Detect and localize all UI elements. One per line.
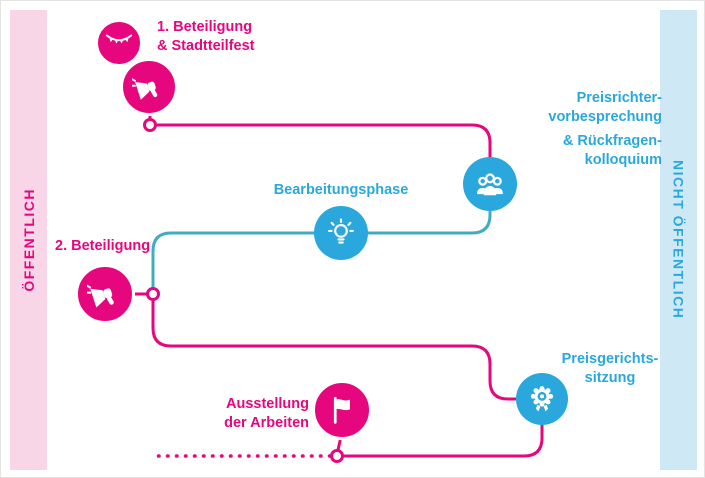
megaphone1-circle: [120, 58, 178, 116]
label-beteiligung1: 1. Beteiligung & Stadtteilfest: [157, 19, 255, 54]
node-dot-1: [143, 118, 157, 132]
megaphone-icon: [87, 284, 114, 308]
connector-6: [336, 439, 342, 452]
people-icon: [477, 173, 503, 196]
megaphone2-circle: [75, 264, 135, 324]
label-preisgericht: Preisgerichts- sitzung: [561, 351, 659, 386]
garland-icon: [105, 34, 133, 44]
connector-4: [151, 298, 518, 401]
award-icon: [530, 386, 554, 412]
label-beteiligung2: 2. Beteiligung: [55, 238, 151, 254]
lightbulb-icon: [328, 218, 354, 244]
connector-5: [341, 423, 544, 458]
non-public-band-label: NICHT ÖFFENTLICH: [670, 160, 687, 320]
garland-circle: [95, 19, 143, 67]
label-preisrichter: Preisrichter- vorbesprechung & Rückfrage…: [548, 90, 662, 168]
public-band: ÖFFENTLICH: [10, 10, 47, 470]
label-ausstellung: Ausstellung der Arbeiten: [224, 396, 309, 431]
node-dot-2: [146, 287, 160, 301]
ausstellung-circle: [312, 380, 372, 440]
flag-icon: [333, 396, 350, 424]
megaphone-icon: [132, 78, 158, 100]
node-dot-3: [330, 449, 344, 463]
label-bearbeitungsphase: Bearbeitungsphase: [273, 182, 409, 198]
connector-1b: [154, 123, 492, 159]
jury-circle: [463, 157, 517, 211]
non-public-band: NICHT ÖFFENTLICH: [660, 10, 697, 470]
preisgericht-circle: [516, 373, 568, 425]
bearbeitung-circle: [314, 206, 368, 260]
